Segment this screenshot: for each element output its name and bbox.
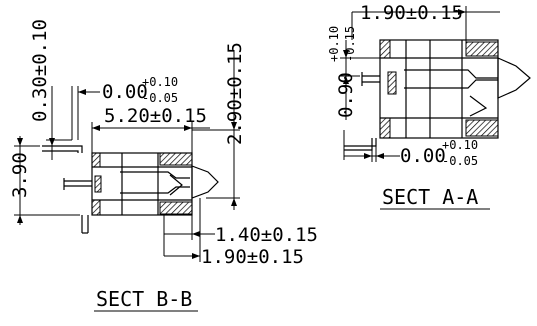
section-a-a-view: 1.90±0.15 0.90 +0.10 -0.15 0.00 +0.10 -0… — [327, 2, 531, 210]
dim-3.90: 3.90 — [9, 136, 80, 225]
dim-0.00-bottom: 0.00 +0.10 -0.05 — [343, 130, 478, 168]
dim-top-label: 1.90±0.15 — [360, 2, 463, 24]
section-b-b-title: SECT B-B — [94, 287, 198, 312]
dim-bottom-minus: -0.05 — [442, 154, 478, 168]
section-a-a-title-text: SECT A-A — [382, 185, 478, 209]
dim-1.40: 1.40±0.15 — [163, 198, 318, 256]
dim-top-offset-minus: -0.05 — [142, 91, 178, 105]
dim-1.90-top: 1.90±0.15 — [351, 2, 500, 42]
dim-body-height-label: 2.90±0.15 — [224, 42, 246, 145]
dim-0.00-top: 0.00 +0.10 -0.05 — [71, 75, 178, 140]
dim-vertical-offset-label: 0.30±0.10 — [29, 19, 51, 122]
section-a-a-title: SECT A-A — [380, 185, 490, 210]
dim-body-length-label: 5.20±0.15 — [104, 105, 207, 127]
section-b-b-view: 3.90 0.30±0.10 0.00 +0.10 -0.05 5.20±0.1… — [9, 19, 318, 312]
dim-left-upper-minus: -0.15 — [343, 26, 357, 62]
dim-bottom-plus: +0.10 — [442, 138, 478, 152]
dim-0.30: 0.30±0.10 — [29, 19, 72, 160]
dim-height-overall-label: 3.90 — [9, 152, 31, 198]
dim-2.90: 2.90±0.15 — [192, 42, 246, 210]
dim-1.90-bottom: 1.90±0.15 — [164, 198, 304, 268]
dim-0.90: 0.90 +0.10 -0.15 — [327, 26, 380, 120]
section-b-b-title-text: SECT B-B — [96, 287, 192, 311]
dim-left-base-label: 0.90 — [335, 72, 357, 118]
dim-top-offset-plus: +0.10 — [142, 75, 178, 89]
dim-5.20: 5.20±0.15 — [91, 105, 210, 153]
dim-left-upper-plus: +0.10 — [327, 26, 341, 62]
dim-tip-long-label: 1.90±0.15 — [201, 246, 304, 268]
section-a-a-body — [344, 39, 531, 151]
dim-top-offset-base: 0.00 — [102, 81, 148, 103]
dim-bottom-base-label: 0.00 — [400, 145, 446, 167]
dim-tip-short-label: 1.40±0.15 — [215, 224, 318, 246]
